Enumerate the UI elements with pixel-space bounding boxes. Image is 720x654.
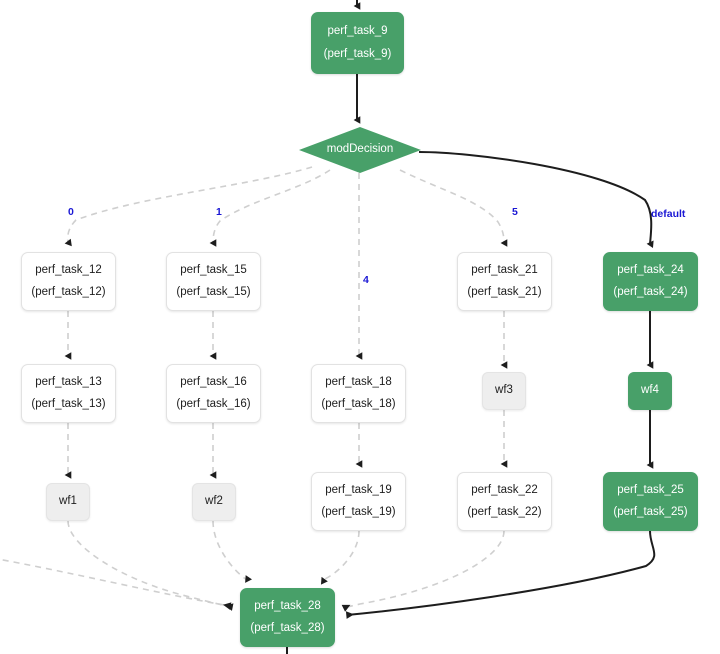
diamond-shape-icon [299, 127, 421, 173]
node-label: perf_task_18 [325, 375, 392, 388]
edge-label-5: 5 [512, 206, 518, 218]
node-wf4[interactable]: wf4 [628, 372, 672, 410]
node-wf3[interactable]: wf3 [482, 372, 526, 410]
node-label: perf_task_24 [617, 263, 684, 276]
edge-perf_task_25-to-perf_task_28 [345, 530, 656, 619]
node-perf-task-12[interactable]: perf_task_12 (perf_task_12) [21, 252, 116, 311]
node-label: perf_task_9 [327, 25, 388, 37]
node-label: perf_task_28 [254, 599, 321, 612]
node-label: wf4 [641, 384, 659, 397]
edge-label-default: default [651, 208, 686, 220]
node-label: perf_task_13 [35, 375, 102, 388]
node-perf-task-13[interactable]: perf_task_13 (perf_task_13) [21, 364, 116, 423]
node-label: wf3 [495, 384, 513, 397]
edge-wf2-to-perf_task_28 [212, 520, 252, 583]
edge-offscreen-to-perf_task_28 [0, 558, 232, 610]
edge-modDecision-to-perf_task_21 [399, 169, 508, 247]
node-perf-task-18[interactable]: perf_task_18 (perf_task_18) [311, 364, 406, 423]
edge-label-0: 0 [68, 206, 74, 218]
node-perf-task-21[interactable]: perf_task_21 (perf_task_21) [457, 252, 552, 311]
node-perf-task-25[interactable]: perf_task_25 (perf_task_25) [603, 472, 698, 531]
node-label: perf_task_25 [617, 483, 684, 496]
node-label: perf_task_12 [35, 263, 102, 276]
node-perf-task-28[interactable]: perf_task_28 (perf_task_28) [240, 588, 335, 647]
node-mod-decision[interactable]: modDecision [299, 127, 421, 173]
edge-modDecision-to-perf_task_24 [418, 151, 654, 249]
node-sublabel: (perf_task_9) [323, 47, 392, 60]
node-sublabel: (perf_task_22) [467, 506, 542, 518]
edge-label-4: 4 [363, 274, 369, 286]
node-sublabel: (perf_task_13) [31, 398, 106, 410]
node-sublabel: (perf_task_16) [176, 398, 251, 410]
node-label: wf2 [205, 495, 223, 508]
edge-modDecision-to-perf_task_12 [64, 166, 313, 247]
node-perf-task-19[interactable]: perf_task_19 (perf_task_19) [311, 472, 406, 531]
node-wf2[interactable]: wf2 [192, 483, 236, 521]
node-wf1[interactable]: wf1 [46, 483, 90, 521]
edge-wf1-to-perf_task_28 [67, 520, 234, 611]
node-perf-task-15[interactable]: perf_task_15 (perf_task_15) [166, 252, 261, 311]
node-perf-task-16[interactable]: perf_task_16 (perf_task_16) [166, 364, 261, 423]
edge-perf_task_19-to-perf_task_28 [320, 530, 360, 585]
node-sublabel: (perf_task_19) [321, 506, 396, 518]
edges-solid-active [286, 0, 656, 654]
edge-perf_task_22-to-perf_task_28 [341, 530, 505, 612]
node-label: perf_task_16 [180, 375, 247, 388]
node-label: perf_task_15 [180, 263, 247, 276]
node-sublabel: (perf_task_21) [467, 286, 542, 298]
node-sublabel: (perf_task_12) [31, 286, 106, 298]
node-perf-task-22[interactable]: perf_task_22 (perf_task_22) [457, 472, 552, 531]
node-perf-task-24[interactable]: perf_task_24 (perf_task_24) [603, 252, 698, 311]
node-sublabel: (perf_task_24) [613, 286, 688, 298]
node-label: perf_task_19 [325, 483, 392, 496]
node-sublabel: (perf_task_25) [613, 506, 688, 518]
node-label: perf_task_22 [471, 483, 538, 496]
node-sublabel: (perf_task_15) [176, 286, 251, 298]
edge-label-1: 1 [216, 206, 222, 218]
node-label: modDecision [326, 143, 394, 156]
node-label: perf_task_21 [471, 263, 538, 276]
node-perf-task-9[interactable]: perf_task_9 (perf_task_9) [311, 12, 404, 74]
node-sublabel: (perf_task_18) [321, 398, 396, 410]
edge-modDecision-to-perf_task_15 [209, 169, 331, 247]
node-label: wf1 [59, 495, 77, 508]
node-sublabel: (perf_task_28) [250, 622, 325, 634]
edges-dashed-inactive [0, 166, 508, 612]
